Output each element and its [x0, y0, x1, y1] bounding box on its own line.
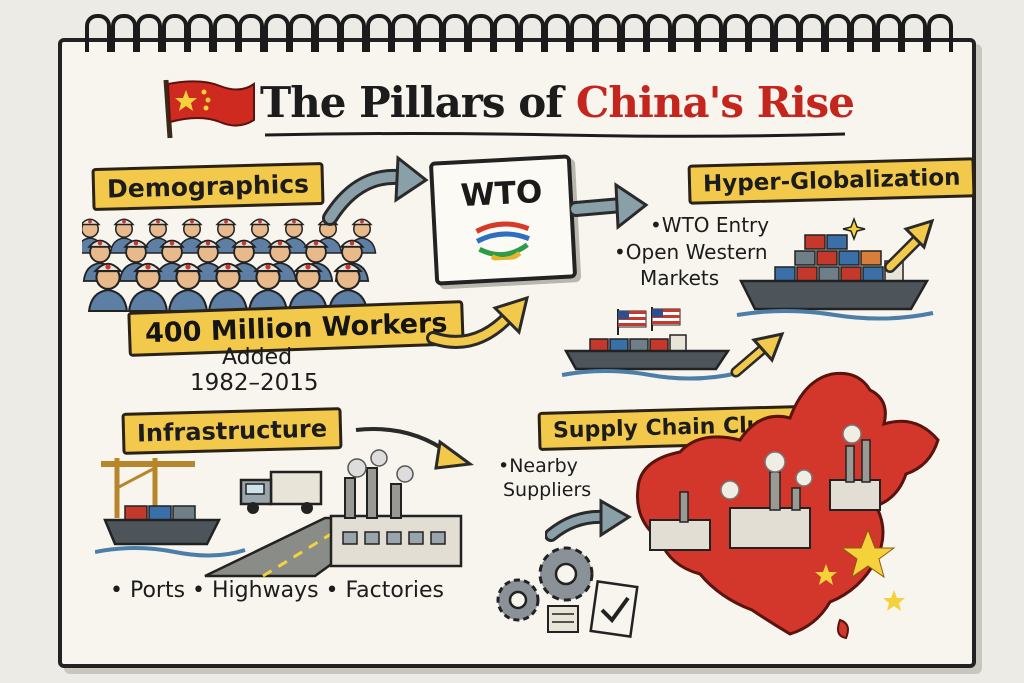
- us-flag-icon-2: [651, 307, 681, 331]
- spiral-ring: [187, 14, 213, 52]
- spiral-ring: [85, 14, 111, 52]
- spiral-ring: [289, 14, 315, 52]
- title-area: The Pillars of China's Rise: [150, 72, 855, 142]
- arrow-workers-to-trade: [426, 295, 530, 349]
- workers-stat-years: 1982–2015: [190, 370, 319, 396]
- spiral-ring: [824, 14, 851, 52]
- worker-figure: [279, 218, 309, 254]
- gear-icon: [496, 578, 540, 622]
- wto-card: WTO: [428, 154, 578, 286]
- spiral-ring: [926, 14, 953, 52]
- spiral-ring: [901, 14, 927, 52]
- gears-and-tools-illustration: [496, 546, 639, 638]
- spiral-ring: [161, 14, 188, 52]
- cargo-ship-small-illustration: [561, 307, 739, 381]
- hyper-bullet-2: •Open Western: [614, 240, 768, 264]
- sparkle-arrow-up: [842, 216, 935, 273]
- title-part-2: China's Rise: [575, 78, 855, 127]
- worker-figure: [87, 262, 129, 313]
- infrastructure-bullets: • Ports • Highways • Factories: [110, 578, 444, 603]
- spiral-ring: [493, 14, 519, 52]
- hyper-globalization-label: Hyper-Globalization: [687, 157, 976, 205]
- spiral-ring: [212, 14, 239, 52]
- spiral-ring: [850, 14, 876, 52]
- spiral-ring: [595, 14, 621, 52]
- spiral-ring: [136, 14, 162, 52]
- spiral-ring: [467, 14, 494, 52]
- spiral-ring: [748, 14, 774, 52]
- gear-icon-2: [538, 546, 594, 602]
- china-flag-icon: [163, 79, 255, 139]
- workers-crowd-illustration: [82, 218, 377, 313]
- spiral-ring: [722, 14, 749, 52]
- arrow-suppliers-to-map: [545, 498, 632, 542]
- worker-figure: [127, 262, 169, 313]
- title-part-1: The Pillars of: [260, 78, 576, 127]
- spiral-ring: [416, 14, 443, 52]
- spiral-ring: [620, 14, 647, 52]
- worker-figure: [167, 262, 209, 313]
- spiral-ring: [569, 14, 596, 52]
- arrow-infra-to-supply: [355, 427, 474, 470]
- worker-figure: [207, 262, 249, 313]
- page-title: The Pillars of China's Rise: [260, 78, 855, 127]
- spiral-ring: [773, 14, 800, 52]
- hyper-bullet-1: •WTO Entry: [650, 213, 770, 237]
- spiral-ring: [544, 14, 570, 52]
- spiral-ring: [799, 14, 825, 52]
- worker-figure: [287, 262, 329, 313]
- spiral-ring: [697, 14, 723, 52]
- spiral-ring: [391, 14, 417, 52]
- worker-figure: [211, 218, 241, 254]
- supply-bullet-1: •Nearby: [498, 455, 578, 477]
- spiral-ring: [671, 14, 698, 52]
- clipboard-icon: [589, 580, 639, 638]
- spiral-ring: [875, 14, 902, 52]
- wto-logo-icon: [475, 221, 530, 262]
- wto-label: WTO: [459, 173, 544, 215]
- spiral-ring: [314, 14, 341, 52]
- arrow-wto-to-hyper: [570, 182, 649, 230]
- spiral-ring: [646, 14, 672, 52]
- spiral-binding: [85, 14, 955, 60]
- cargo-ship-large-illustration: [736, 234, 934, 321]
- spiral-ring: [340, 14, 366, 52]
- spiral-ring: [442, 14, 468, 52]
- spiral-ring: [365, 14, 392, 52]
- calculator-icon: [547, 605, 579, 633]
- spiral-ring: [518, 14, 545, 52]
- arrow-trade-up: [730, 331, 785, 378]
- us-flag-icon: [617, 309, 647, 335]
- spiral-ring: [110, 14, 137, 52]
- china-map-illustration: [635, 371, 940, 640]
- spiral-ring: [238, 14, 264, 52]
- infrastructure-illustration: [95, 449, 463, 578]
- title-underline: [264, 132, 846, 138]
- demographics-label: Demographics: [91, 161, 325, 212]
- supply-bullet-2: Suppliers: [503, 479, 592, 501]
- worker-figure: [247, 262, 289, 313]
- hyper-bullet-3: Markets: [640, 266, 720, 290]
- spiral-ring: [263, 14, 290, 52]
- workers-stat-added: Added: [222, 345, 293, 370]
- arrow-demographics-to-wto: [322, 155, 429, 226]
